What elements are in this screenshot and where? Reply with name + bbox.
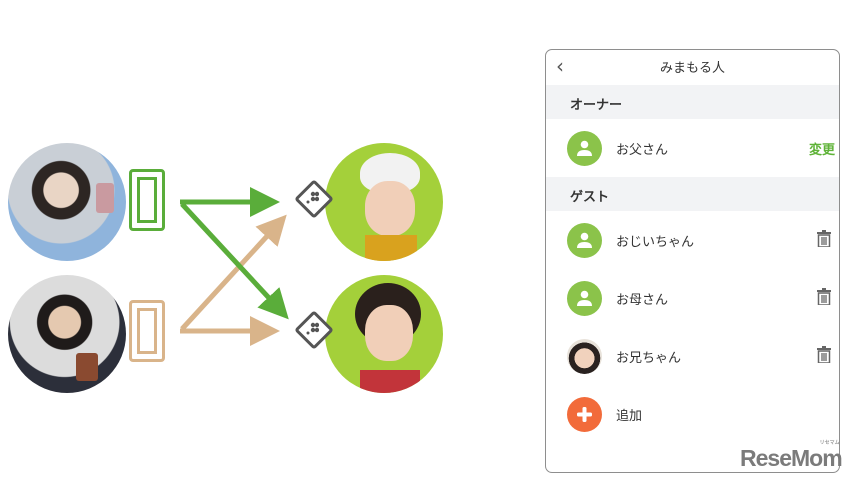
tracker-device-icon: [294, 310, 334, 350]
guest-section-header: ゲスト: [546, 177, 839, 211]
trash-icon[interactable]: [817, 346, 831, 363]
person-icon: [567, 131, 602, 166]
tracker-device-icon: [294, 179, 334, 219]
owner-row[interactable]: お父さん 変更: [546, 119, 839, 177]
owner-section-header: オーナー: [546, 85, 839, 119]
person-icon: [567, 281, 602, 316]
person-icon: [567, 223, 602, 258]
guest-row[interactable]: おじいちゃん: [546, 211, 839, 269]
guest-name: おじいちゃん: [616, 235, 695, 250]
trash-icon[interactable]: [817, 230, 831, 247]
change-owner-button[interactable]: 変更: [808, 143, 835, 158]
add-label: 追加: [616, 409, 643, 424]
header: ‹ みまもる人: [546, 50, 839, 84]
section-label: ゲスト: [570, 190, 610, 205]
child-2-photo: [325, 275, 443, 393]
watermark-text: ReseMom: [740, 445, 843, 471]
add-guest-button[interactable]: 追加: [546, 385, 839, 443]
page-title: みまもる人: [659, 61, 725, 76]
avatar-photo: [567, 339, 602, 374]
owner-name: お父さん: [616, 143, 669, 158]
guest-row[interactable]: お母さん: [546, 269, 839, 327]
child-1-photo: [325, 143, 443, 261]
watchers-panel: ‹ みまもる人 オーナー お父さん 変更 ゲスト おじいちゃん お母さん お兄ち…: [545, 49, 840, 473]
guest-row[interactable]: お兄ちゃん: [546, 327, 839, 385]
trash-icon[interactable]: [817, 288, 831, 305]
connection-arrows: [180, 187, 289, 346]
guest-name: お母さん: [616, 293, 669, 308]
chevron-left-icon[interactable]: ‹: [556, 54, 564, 78]
phone-icon-green: [129, 169, 165, 231]
mother-photo: [8, 143, 126, 261]
guest-name: お兄ちゃん: [616, 351, 682, 366]
watermark-ruby: リセマム: [819, 440, 840, 446]
plus-icon: [567, 397, 602, 432]
section-label: オーナー: [570, 98, 623, 113]
phone-icon-tan: [129, 300, 165, 362]
father-photo: [8, 275, 126, 393]
